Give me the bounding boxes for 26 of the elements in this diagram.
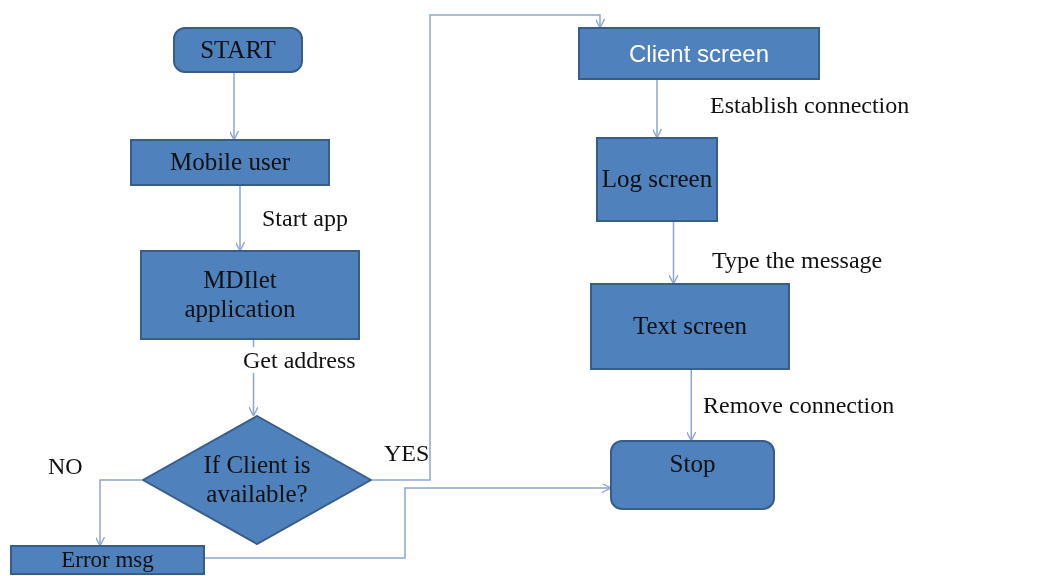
arrow: [204, 482, 612, 559]
process-box: [590, 283, 790, 370]
arrow: [686, 369, 697, 442]
arrow: [668, 221, 679, 285]
process-box: [10, 545, 205, 575]
box-label: Text screen: [632, 312, 748, 341]
box-label: Client screen: [628, 39, 770, 68]
arrow: [651, 79, 663, 139]
box-label: Mobile user: [169, 148, 291, 177]
arrow: [228, 72, 240, 141]
box-label: START: [200, 35, 276, 65]
box-label: Stop: [669, 450, 716, 479]
process-box: [173, 27, 303, 73]
process-box: [130, 139, 330, 186]
process-box: [596, 137, 718, 222]
box-label: If Client is available?: [202, 451, 312, 509]
edge-label: Get address: [243, 347, 356, 374]
box-label: MDIlet application: [183, 266, 297, 324]
process-box: [140, 250, 360, 340]
arrow: [371, 14, 606, 481]
box-label: Error msg: [61, 546, 154, 574]
process-box: [610, 440, 775, 510]
box-label: Log screen: [601, 165, 713, 194]
process-box: [578, 27, 820, 80]
arrow: [94, 479, 143, 547]
arrow: [234, 185, 246, 252]
